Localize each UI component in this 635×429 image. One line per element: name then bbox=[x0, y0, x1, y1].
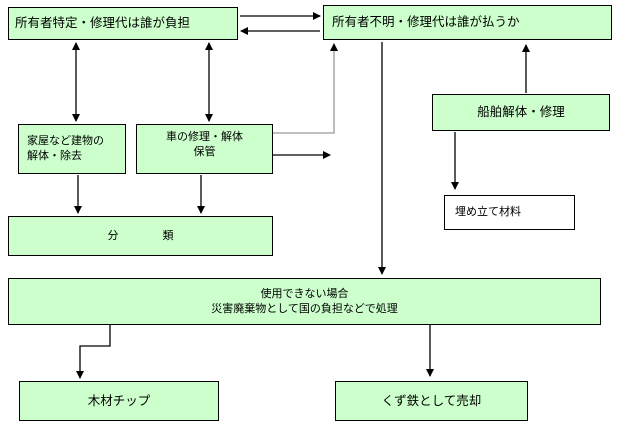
node-ship-repair-label: 船舶解体・修理 bbox=[477, 104, 565, 120]
node-car-repair: 車の修理・解体 保管 bbox=[136, 124, 273, 174]
node-ship-repair: 船舶解体・修理 bbox=[432, 94, 610, 131]
node-disposal: 使用できない場合 災害廃棄物として国の負担などで処理 bbox=[8, 278, 601, 325]
arrow-car-to-unknown bbox=[273, 43, 338, 134]
node-landfill-label: 埋め立て材料 bbox=[455, 205, 521, 219]
node-landfill: 埋め立て材料 bbox=[444, 195, 575, 230]
node-sorting: 分 類 bbox=[8, 216, 273, 256]
node-owner-unknown-label: 所有者不明・修理代は誰が払うか bbox=[332, 14, 520, 30]
node-scrap-iron-label: くず鉄として売却 bbox=[381, 392, 482, 408]
node-scrap-iron: くず鉄として売却 bbox=[335, 381, 528, 421]
node-wood-chips-label: 木材チップ bbox=[87, 392, 151, 408]
node-wood-chips: 木材チップ bbox=[19, 381, 219, 421]
arrow-disposal-to-wood bbox=[76, 325, 111, 379]
node-car-repair-label: 車の修理・解体 保管 bbox=[166, 130, 243, 158]
node-house-demolition-label: 家屋など建物の 解体・除去 bbox=[27, 134, 104, 162]
node-sorting-label: 分 類 bbox=[107, 228, 174, 242]
node-owner-known-label: 所有者特定・修理代は誰が負担 bbox=[15, 15, 191, 31]
node-owner-unknown: 所有者不明・修理代は誰が払うか bbox=[323, 5, 612, 40]
node-disposal-label: 使用できない場合 災害廃棄物として国の負担などで処理 bbox=[211, 286, 398, 315]
node-house-demolition: 家屋など建物の 解体・除去 bbox=[18, 124, 126, 174]
node-owner-known: 所有者特定・修理代は誰が負担 bbox=[8, 7, 238, 40]
